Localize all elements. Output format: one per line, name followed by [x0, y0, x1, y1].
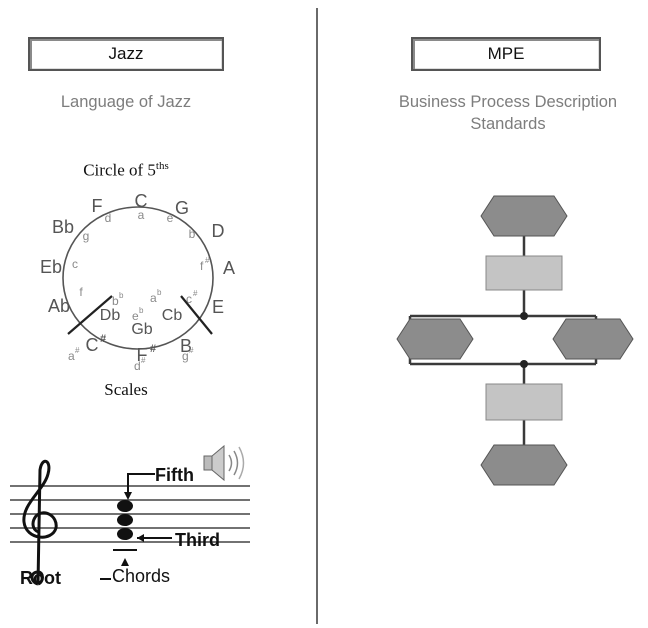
speaker-icon[interactable]: [203, 444, 245, 482]
key-major-0: C: [135, 191, 148, 211]
key-major-10: Bb: [52, 217, 74, 237]
svg-text:#: #: [189, 346, 194, 355]
key-major-3: A: [223, 258, 235, 278]
chord-third-label: Third: [175, 530, 220, 550]
circle-of-fifths-title: Circle of 5ths: [83, 160, 169, 180]
key-minor-2: b: [189, 227, 196, 241]
jazz-label: Jazz: [108, 44, 144, 63]
svg-text:b: b: [112, 294, 119, 308]
svg-text:d: d: [134, 359, 141, 373]
process-step-1-rect: [485, 255, 563, 291]
key-inner-2: Db: [100, 307, 121, 324]
svg-text:#: #: [75, 346, 80, 355]
svg-text:#: #: [100, 333, 106, 345]
treble-clef-icon: [22, 459, 58, 586]
svg-text:a: a: [68, 349, 75, 363]
note-third: [117, 514, 133, 526]
key-minor-11: d: [105, 211, 112, 225]
chord-staff-illustration: Fifth Third Root: [10, 444, 250, 588]
key-major-2: D: [212, 221, 225, 241]
process-start-hexagon: [480, 195, 568, 237]
key-minor-8: f: [79, 285, 83, 299]
key-minor-0: a: [138, 208, 145, 222]
svg-text:c: c: [186, 292, 192, 306]
key-major-9: Eb: [40, 257, 62, 277]
key-inner-1: Gb: [131, 321, 152, 338]
note-root: [117, 528, 133, 540]
svg-text:e: e: [132, 309, 139, 323]
column-divider: [316, 8, 318, 624]
key-minor-9: c: [72, 257, 78, 271]
process-end-hexagon: [480, 444, 568, 486]
key-major-4: E: [212, 297, 224, 317]
svg-text:b: b: [157, 288, 162, 297]
svg-text:a: a: [150, 291, 157, 305]
mpe-label: MPE: [487, 44, 525, 63]
key-major-6: F #: [137, 343, 157, 365]
key-minor-3: f#: [200, 256, 210, 273]
key-major-7: C #: [86, 333, 107, 355]
mpe-subtitle: Business Process Description Standards: [398, 93, 618, 133]
svg-text:F: F: [137, 345, 148, 365]
svg-text:C: C: [86, 335, 99, 355]
svg-text:#: #: [193, 289, 198, 298]
key-minor-4: c#: [186, 289, 198, 306]
svg-text:#: #: [205, 256, 210, 265]
key-major-5: B: [180, 336, 192, 356]
key-minor-7: a#: [68, 346, 80, 363]
key-major-11: F: [92, 196, 103, 216]
circle-of-fifths: C G D A E B F # C # Ab Eb Bb F Cb Gb Db …: [40, 191, 235, 373]
mpe-process-flow: [396, 195, 634, 486]
process-branch-left-hexagon: [396, 318, 474, 360]
key-inner-0: Cb: [162, 307, 183, 324]
note-fifth: [117, 500, 133, 512]
key-minor-5: g#: [182, 346, 194, 363]
svg-text:#: #: [141, 356, 146, 365]
key-minor-1: e: [167, 211, 174, 225]
key-major-8: Ab: [48, 296, 70, 316]
svg-text:b: b: [139, 306, 144, 315]
mpe-label-box: MPE: [411, 37, 601, 71]
chord-fifth-label: Fifth: [155, 465, 194, 485]
svg-text:#: #: [150, 343, 156, 355]
process-step-2-rect: [485, 383, 563, 421]
jazz-subtitle: Language of Jazz: [60, 93, 192, 111]
key-minor-6: d#: [134, 356, 146, 373]
key-major-1: G: [175, 198, 189, 218]
chords-label: Chords: [111, 566, 172, 587]
chord-root-label: Root: [20, 568, 61, 588]
svg-text:g: g: [182, 349, 189, 363]
jazz-label-box: Jazz: [28, 37, 224, 71]
svg-text:b: b: [119, 291, 124, 300]
scales-label: Scales: [104, 380, 148, 399]
svg-text:f: f: [200, 259, 204, 273]
process-branch-right-hexagon: [552, 318, 634, 360]
key-minor-10: g: [83, 229, 90, 243]
